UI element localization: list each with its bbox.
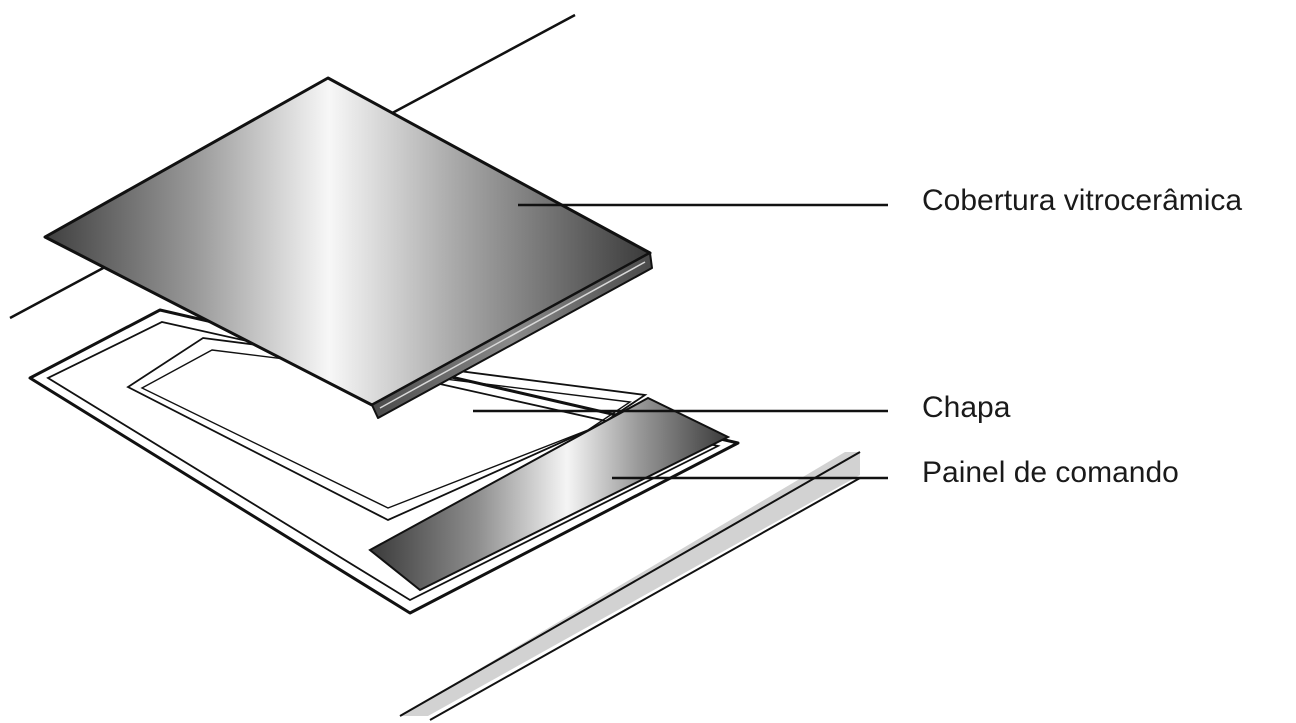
glass-ceramic-cover-lip-highlight (379, 261, 646, 409)
label-control-panel: Painel de comando (922, 456, 1179, 489)
base-plate-recess-inner (140, 349, 632, 509)
base-plate-inner-rim (46, 321, 721, 602)
countertop-front-edge-line-bottom (429, 477, 861, 721)
control-panel (368, 396, 731, 592)
countertop-front-edge-line-top (399, 451, 861, 717)
label-base-plate: Chapa (922, 391, 1011, 424)
base-plate-recess (126, 337, 648, 521)
base-plate (28, 308, 740, 615)
label-glass-ceramic-cover: Cobertura vitrocerâmica (922, 184, 1243, 217)
